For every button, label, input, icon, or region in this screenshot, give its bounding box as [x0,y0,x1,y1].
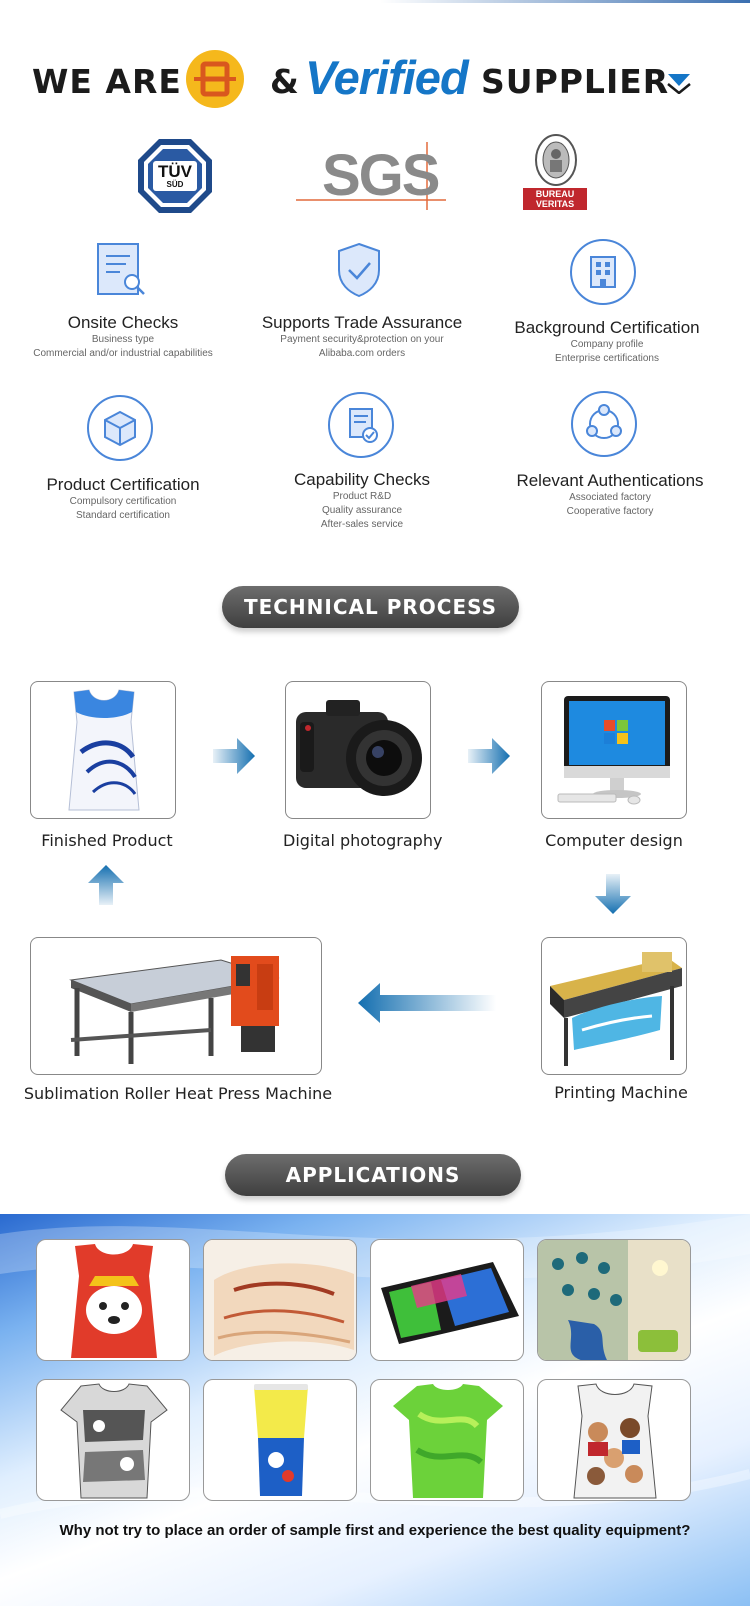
feature-sub: Cooperative factory [566,506,654,517]
arrow-down-icon [595,874,631,919]
finished-product-image [30,681,176,819]
shield-check-icon [335,242,383,303]
chevron-down-icon [666,72,692,99]
feature-title: Background Certification [514,318,700,337]
tuv-text: TÜV [158,162,192,181]
applications-heading: APPLICATIONS [225,1154,521,1196]
feature-sub: Alibaba.com orders [318,348,406,359]
step-label-digital-photography: Digital photography [283,831,443,850]
app-tile-peacock-mural [537,1239,691,1361]
app-tile-blanket [203,1239,357,1361]
feature-sub: Compulsory certification [69,496,177,507]
feature-title: Capability Checks [293,470,431,489]
feature-capability-checks: Capability Checks Product R&D Quality as… [260,470,464,532]
document-search-icon [96,242,148,303]
technical-process-heading: TECHNICAL PROCESS [222,586,519,628]
bureau-veritas-logo [523,132,589,212]
feature-sub: Business type [91,334,155,345]
feature-sub: Commercial and/or industrial capabilitie… [33,348,213,359]
feature-sub: Enterprise certifications [555,353,659,364]
feature-relevant-authentications: Relevant Authentications Associated fact… [505,471,715,519]
app-tile-mouse-pad [370,1239,524,1361]
feature-background-certification: Background Certification Company profile… [503,318,711,366]
arrow-right-icon [213,738,257,779]
feature-title: Supports Trade Assurance [261,313,463,332]
sud-text: SÜD [166,180,184,189]
feature-sub: Quality assurance [321,505,403,516]
app-tile-dog-vest [36,1239,190,1361]
we-are-text: WE ARE [32,62,182,101]
feature-trade-assurance: Supports Trade Assurance Payment securit… [255,313,469,361]
cube-icon [87,395,153,461]
feature-sub: Product R&D [332,491,392,502]
network-icon [571,391,637,457]
arrow-left-icon [358,983,496,1028]
feature-sub: Associated factory [569,492,651,503]
bureau-veritas-label: BUREAU VERITAS [523,188,587,210]
building-icon [570,239,636,305]
app-tile-cup-sleeve [203,1379,357,1501]
printing-machine-image [541,937,687,1075]
feature-title: Relevant Authentications [516,471,704,490]
feature-title: Product Certification [46,475,200,494]
app-tile-basketball-vest [537,1379,691,1501]
gold-supplier-icon [186,50,244,108]
top-accent-line [380,0,750,3]
sgs-logo-frame [296,142,446,212]
digital-photography-image [285,681,431,819]
bv-line1: BUREAU [535,189,575,199]
heat-press-machine-image [30,937,322,1075]
feature-sub: After-sales service [320,519,404,530]
step-label-computer-design: Computer design [545,831,683,850]
sgs-logo-text: SGS [322,143,440,208]
feature-sub: Standard certification [76,510,170,521]
verified-logo: Verified [305,51,469,104]
step-label-heat-press: Sublimation Roller Heat Press Machine [23,1084,333,1103]
tuv-sud-logo: TÜV SÜD [136,137,214,215]
step-label-printing-machine: Printing Machine [554,1083,688,1102]
ampersand-text: & [270,62,300,101]
supplier-text: SUPPLIER [481,62,670,101]
arrow-up-icon [88,865,124,910]
feature-onsite-checks: Onsite Checks Business type Commercial a… [23,313,223,361]
checked-document-icon [328,392,394,458]
arrow-right-icon [468,738,512,779]
step-label-finished-product: Finished Product [41,831,173,850]
app-tile-green-jersey [370,1379,524,1501]
feature-product-certification: Product Certification Compulsory certifi… [23,475,223,523]
feature-sub: Payment security&protection on your [280,334,444,345]
feature-sub: Company profile [570,339,644,350]
footer-call-to-action: Why not try to place an order of sample … [59,1522,691,1539]
feature-title: Onsite Checks [67,313,179,332]
app-tile-printed-tshirt [36,1379,190,1501]
bv-line2: VERITAS [535,199,575,209]
computer-design-image [541,681,687,819]
